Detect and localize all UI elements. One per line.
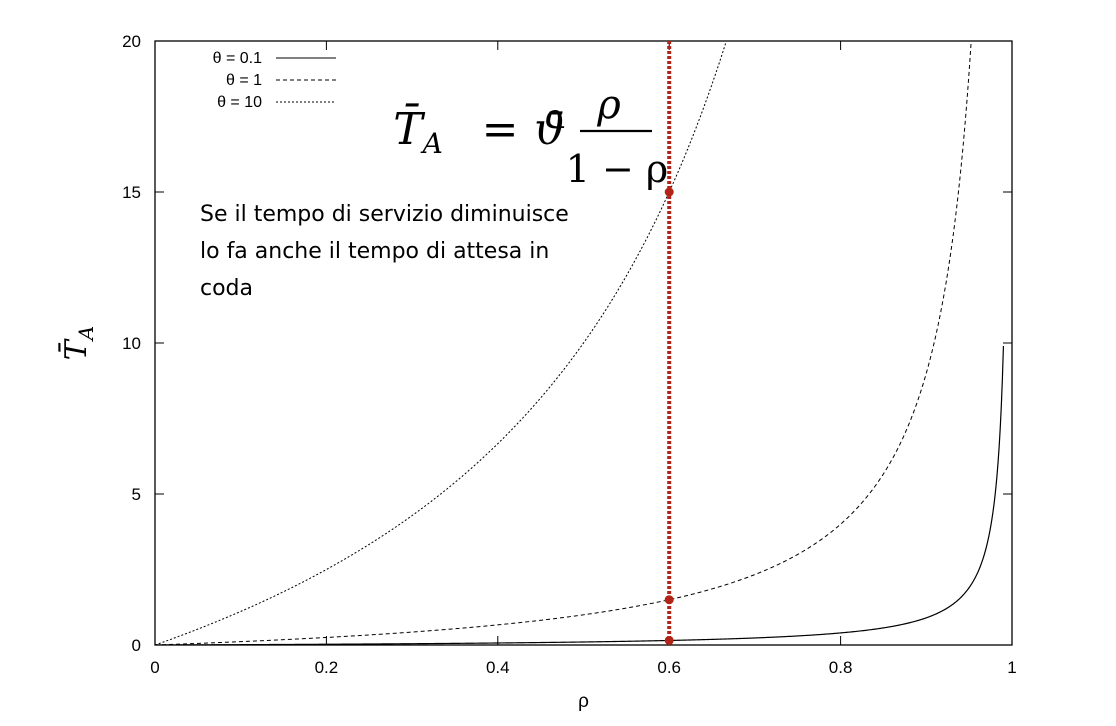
- svg-text:T̄A: T̄A: [393, 102, 443, 160]
- x-tick-label: 0.8: [829, 658, 853, 677]
- y-axis-label-subscript: A: [74, 326, 98, 342]
- formula-lhs-subscript: A: [420, 127, 443, 160]
- series-line: [155, 41, 727, 645]
- y-tick-label: 10: [122, 334, 141, 353]
- y-tick-label: 0: [132, 636, 141, 655]
- formula-coefficient: ϑ̄: [534, 104, 565, 155]
- x-tick-label: 1: [1007, 658, 1016, 677]
- series-line: [155, 41, 972, 645]
- legend-label: θ = 0.1: [213, 50, 262, 67]
- annotation-line: Se il tempo di servizio diminuisce: [200, 202, 569, 227]
- marker-point: [664, 635, 674, 645]
- series-line: [155, 346, 1005, 645]
- svg-text:T̄A: T̄A: [58, 326, 98, 360]
- y-tick-label: 5: [132, 485, 141, 504]
- curves-group: [155, 41, 1005, 645]
- x-tick-label: 0: [150, 658, 159, 677]
- x-axis-label: ρ: [578, 691, 589, 712]
- x-tick-label: 0.4: [486, 658, 510, 677]
- y-axis-label: T̄A: [58, 326, 98, 360]
- annotation-line: coda: [200, 276, 254, 301]
- formula-numerator: ρ: [596, 82, 621, 128]
- y-tick-label: 15: [122, 183, 141, 202]
- x-tick-label: 0.2: [315, 658, 339, 677]
- legend-label: θ = 10: [217, 94, 262, 111]
- marker-group: [664, 41, 674, 645]
- legend-label: θ = 1: [226, 72, 262, 89]
- formula-lhs: T̄: [393, 102, 426, 155]
- annotation-line: lo fa anche il tempo di attesa in: [200, 239, 550, 264]
- annotation-text: Se il tempo di servizio diminuisce lo fa…: [200, 196, 640, 307]
- formula-equals: =: [482, 104, 519, 155]
- x-tick-label: 0.6: [657, 658, 681, 677]
- marker-point: [664, 595, 674, 605]
- formula-denominator: 1 − ρ: [566, 147, 669, 191]
- legend: θ = 0.1 θ = 1 θ = 10: [213, 50, 336, 111]
- marker-point: [664, 187, 674, 197]
- y-axis-label-main: T̄: [58, 338, 94, 360]
- y-tick-label: 20: [122, 32, 141, 51]
- formula-block: T̄A = ϑ̄ ρ 1 − ρ: [393, 82, 668, 191]
